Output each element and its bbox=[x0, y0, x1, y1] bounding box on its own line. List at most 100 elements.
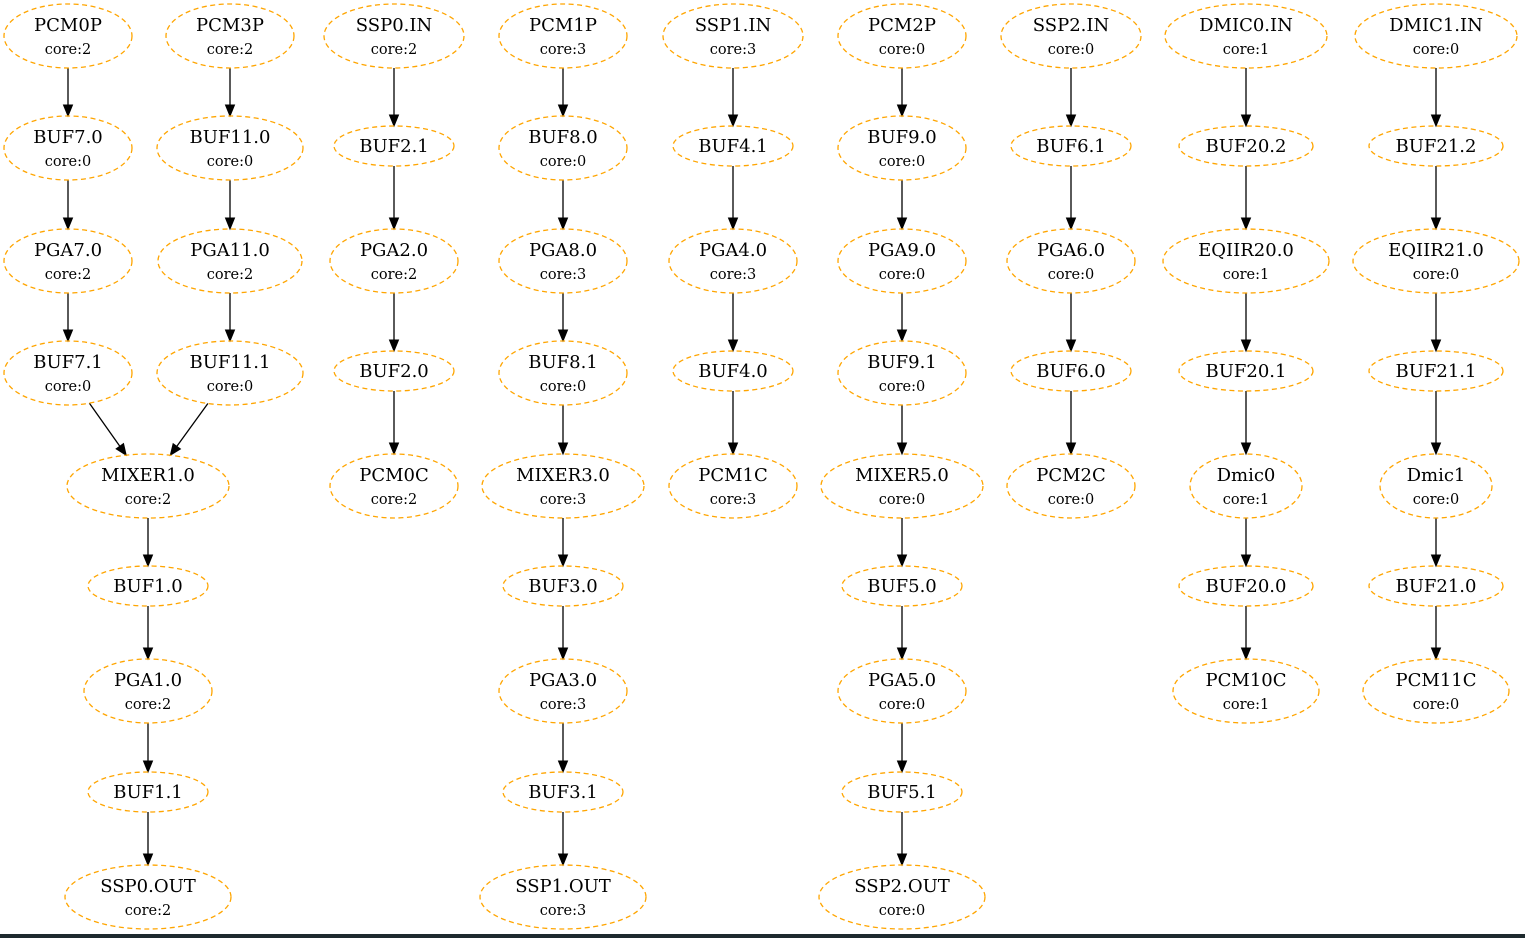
node-label: PCM0P bbox=[34, 15, 102, 36]
node-core-label: core:0 bbox=[1413, 42, 1459, 58]
edge-buf5-0-to-pga5-0 bbox=[896, 606, 908, 661]
node-label: PGA1.0 bbox=[114, 670, 182, 691]
node-border bbox=[323, 3, 465, 69]
node-buf2-1[interactable]: BUF2.1 bbox=[333, 125, 455, 167]
node-label: DMIC0.IN bbox=[1199, 15, 1293, 36]
node-core-label: core:0 bbox=[879, 379, 925, 395]
edge-buf8-0-to-pga8-0 bbox=[557, 180, 569, 231]
node-label: PGA11.0 bbox=[190, 240, 270, 261]
node-border bbox=[502, 771, 624, 813]
node-border bbox=[165, 3, 295, 69]
node-buf4-0[interactable]: BUF4.0 bbox=[672, 350, 794, 392]
edge-buf2-1-to-pga2-0 bbox=[388, 166, 400, 231]
edge-buf3-1-to-ssp1-out bbox=[557, 812, 569, 867]
node-buf20-2[interactable]: BUF20.2 bbox=[1178, 125, 1314, 167]
node-label: SSP1.OUT bbox=[515, 876, 611, 897]
node-border bbox=[1379, 453, 1493, 519]
node-core-label: core:2 bbox=[125, 492, 171, 508]
node-buf4-1[interactable]: BUF4.1 bbox=[672, 125, 794, 167]
node-buf1-0[interactable]: BUF1.0 bbox=[87, 565, 209, 607]
edge-pga3-0-to-buf3-1 bbox=[557, 723, 569, 774]
node-label: BUF20.2 bbox=[1206, 136, 1287, 157]
node-border bbox=[1352, 228, 1520, 294]
edge-mixer5-0-to-buf5-0 bbox=[896, 518, 908, 568]
node-label: SSP0.OUT bbox=[100, 876, 196, 897]
node-core-label: core:0 bbox=[1413, 697, 1459, 713]
node-border bbox=[481, 453, 645, 519]
node-label: MIXER3.0 bbox=[516, 465, 610, 486]
node-buf1-1[interactable]: BUF1.1 bbox=[87, 771, 209, 813]
node-buf5-1[interactable]: BUF5.1 bbox=[841, 771, 963, 813]
node-border bbox=[1368, 125, 1504, 167]
node-pga8-0[interactable]: PGA8.0 core:3 bbox=[498, 228, 628, 294]
node-buf21-0[interactable]: BUF21.0 bbox=[1368, 565, 1504, 607]
node-buf3-0[interactable]: BUF3.0 bbox=[502, 565, 624, 607]
node-buf6-0[interactable]: BUF6.0 bbox=[1010, 350, 1132, 392]
node-buf20-0[interactable]: BUF20.0 bbox=[1178, 565, 1314, 607]
node-buf21-1[interactable]: BUF21.1 bbox=[1368, 350, 1504, 392]
node-border bbox=[1178, 350, 1314, 392]
node-buf3-1[interactable]: BUF3.1 bbox=[502, 771, 624, 813]
node-buf20-1[interactable]: BUF20.1 bbox=[1178, 350, 1314, 392]
edge-buf7-1-to-mixer1-0 bbox=[88, 402, 127, 457]
node-buf21-2[interactable]: BUF21.2 bbox=[1368, 125, 1504, 167]
node-buf6-1[interactable]: BUF6.1 bbox=[1010, 125, 1132, 167]
edge-buf21-0-to-pcm11c bbox=[1430, 606, 1442, 661]
node-label: PGA9.0 bbox=[868, 240, 936, 261]
node-core-label: core:3 bbox=[540, 267, 586, 283]
edge-dmic0-in-to-buf20-2 bbox=[1240, 68, 1252, 128]
node-buf2-0[interactable]: BUF2.0 bbox=[333, 350, 455, 392]
node-buf5-0[interactable]: BUF5.0 bbox=[841, 565, 963, 607]
node-label: BUF3.0 bbox=[528, 576, 598, 597]
node-border bbox=[87, 771, 209, 813]
node-core-label: core:0 bbox=[207, 379, 253, 395]
node-border bbox=[64, 864, 232, 930]
edge-buf20-1-to-dmic0 bbox=[1240, 391, 1252, 456]
node-label: PGA3.0 bbox=[529, 670, 597, 691]
node-core-label: core:0 bbox=[540, 379, 586, 395]
node-border bbox=[502, 565, 624, 607]
node-label: PGA8.0 bbox=[529, 240, 597, 261]
